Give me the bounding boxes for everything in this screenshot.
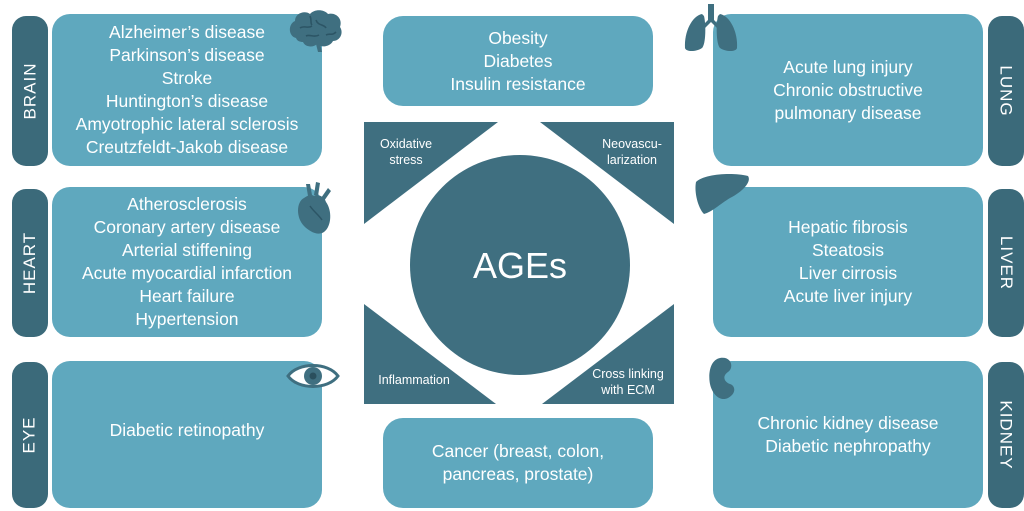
list-item: Diabetic nephropathy [765, 435, 931, 456]
list-item: Stroke [161, 68, 213, 88]
list-item: Huntington’s disease [105, 91, 269, 111]
list-item: Liver cirrosis [798, 263, 898, 283]
list-item: Acute myocardial infarction [81, 263, 293, 283]
list-item: Amyotrophic lateral sclerosis [75, 114, 299, 134]
brain-tab-label: BRAIN [20, 62, 39, 120]
lung-tab-label: LUNG [997, 65, 1017, 117]
lung-tab: LUNG [988, 16, 1024, 166]
list-item: Hypertension [135, 309, 239, 329]
list-item: Steatosis [812, 240, 884, 260]
cancer-list: Cancer (breast, colon, pancreas, prostate… [432, 440, 604, 486]
eye-tab: EYE [12, 362, 48, 508]
oxidative-stress-label: Oxidative stress [379, 137, 433, 167]
eye-icon [286, 364, 340, 388]
list-item: pulmonary disease [774, 102, 922, 123]
lungs-icon [684, 4, 738, 51]
heart-tab: HEART [12, 189, 48, 337]
list-item: Chronic kidney disease [757, 412, 939, 433]
brain-tab: BRAIN [12, 16, 48, 166]
cancer-box: Cancer (breast, colon, pancreas, prostate… [383, 418, 653, 508]
kidney-icon [709, 357, 735, 400]
list-item: Diabetic retinopathy [109, 420, 265, 440]
ages-center-diagram: AGEs [364, 122, 674, 404]
liver-tab-label: LIVER [997, 235, 1017, 291]
neovascularization-wedge [540, 122, 674, 224]
kidney-tab: KIDNEY [988, 362, 1024, 508]
list-item: pancreas, prostate) [442, 464, 594, 484]
list-item: Alzheimer’s disease [109, 22, 265, 42]
cross-linking-wedge [542, 304, 674, 404]
kidney-tab-label: KIDNEY [997, 400, 1017, 470]
ages-circle [410, 155, 630, 375]
eye-disease-list: Diabetic retinopathy [110, 419, 265, 442]
list-item: Diabetes [483, 50, 553, 71]
cross-linking-label: Cross linking with ECM [592, 367, 664, 397]
list-item: Coronary artery disease [93, 217, 281, 237]
list-item: Acute lung injury [783, 56, 913, 77]
list-item: Obesity [488, 27, 548, 48]
eye-tab-label: EYE [20, 416, 39, 454]
brain-icon [289, 10, 342, 52]
list-item: Atherosclerosis [127, 194, 247, 214]
inflammation-wedge [364, 304, 496, 404]
neovascularization-label: Neovascu- larization [602, 137, 662, 167]
list-item: Hepatic fibrosis [788, 217, 908, 237]
list-item: Creutzfeldt-Jakob disease [85, 137, 289, 157]
list-item: Cancer (breast, colon, [431, 441, 605, 461]
list-item: Chronic obstructive [773, 79, 923, 100]
list-item: Insulin resistance [450, 73, 586, 94]
list-item: Acute liver injury [783, 286, 913, 306]
list-item: Heart failure [139, 286, 235, 306]
liver-icon [695, 174, 749, 214]
ages-title: AGEs [473, 245, 567, 286]
liver-tab: LIVER [988, 189, 1024, 337]
inflammation-label: Inflammation [378, 373, 450, 387]
eye-box: Diabetic retinopathy [52, 361, 322, 508]
heart-icon [298, 182, 331, 234]
list-item: Parkinson’s disease [109, 45, 265, 65]
heart-tab-label: HEART [20, 231, 39, 295]
oxidative-stress-wedge [364, 122, 498, 224]
list-item: Arterial stiffening [121, 240, 252, 260]
